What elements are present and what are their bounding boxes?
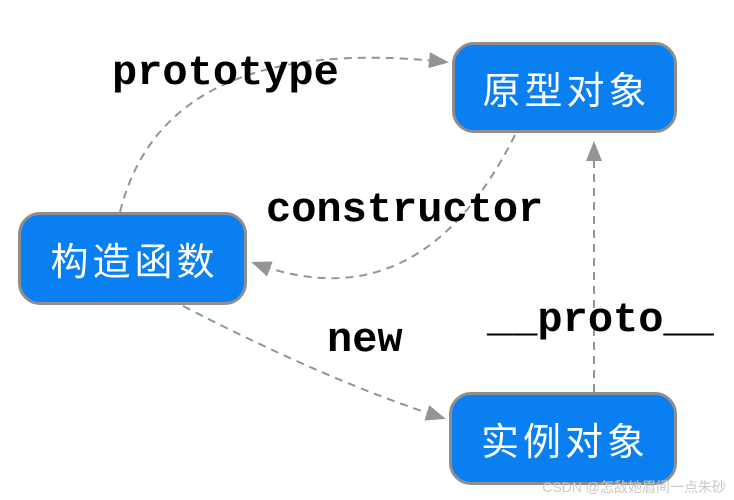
- node-prototype-object: 原型对象: [452, 42, 677, 133]
- edge-label-prototype: prototype: [112, 49, 339, 97]
- watermark: CSDN @怎敌她眉间一点朱砂: [542, 479, 726, 495]
- new-arrow: [182, 305, 446, 421]
- edge-label-proto: __proto__: [487, 296, 714, 344]
- edge-label-new: new: [327, 316, 403, 364]
- node-constructor-function: 构造函数: [18, 212, 247, 305]
- node-instance-object: 实例对象: [449, 392, 677, 485]
- constructor-arrow: [251, 134, 516, 280]
- prototype-arrow: [119, 52, 449, 213]
- edge-label-constructor: constructor: [266, 186, 544, 234]
